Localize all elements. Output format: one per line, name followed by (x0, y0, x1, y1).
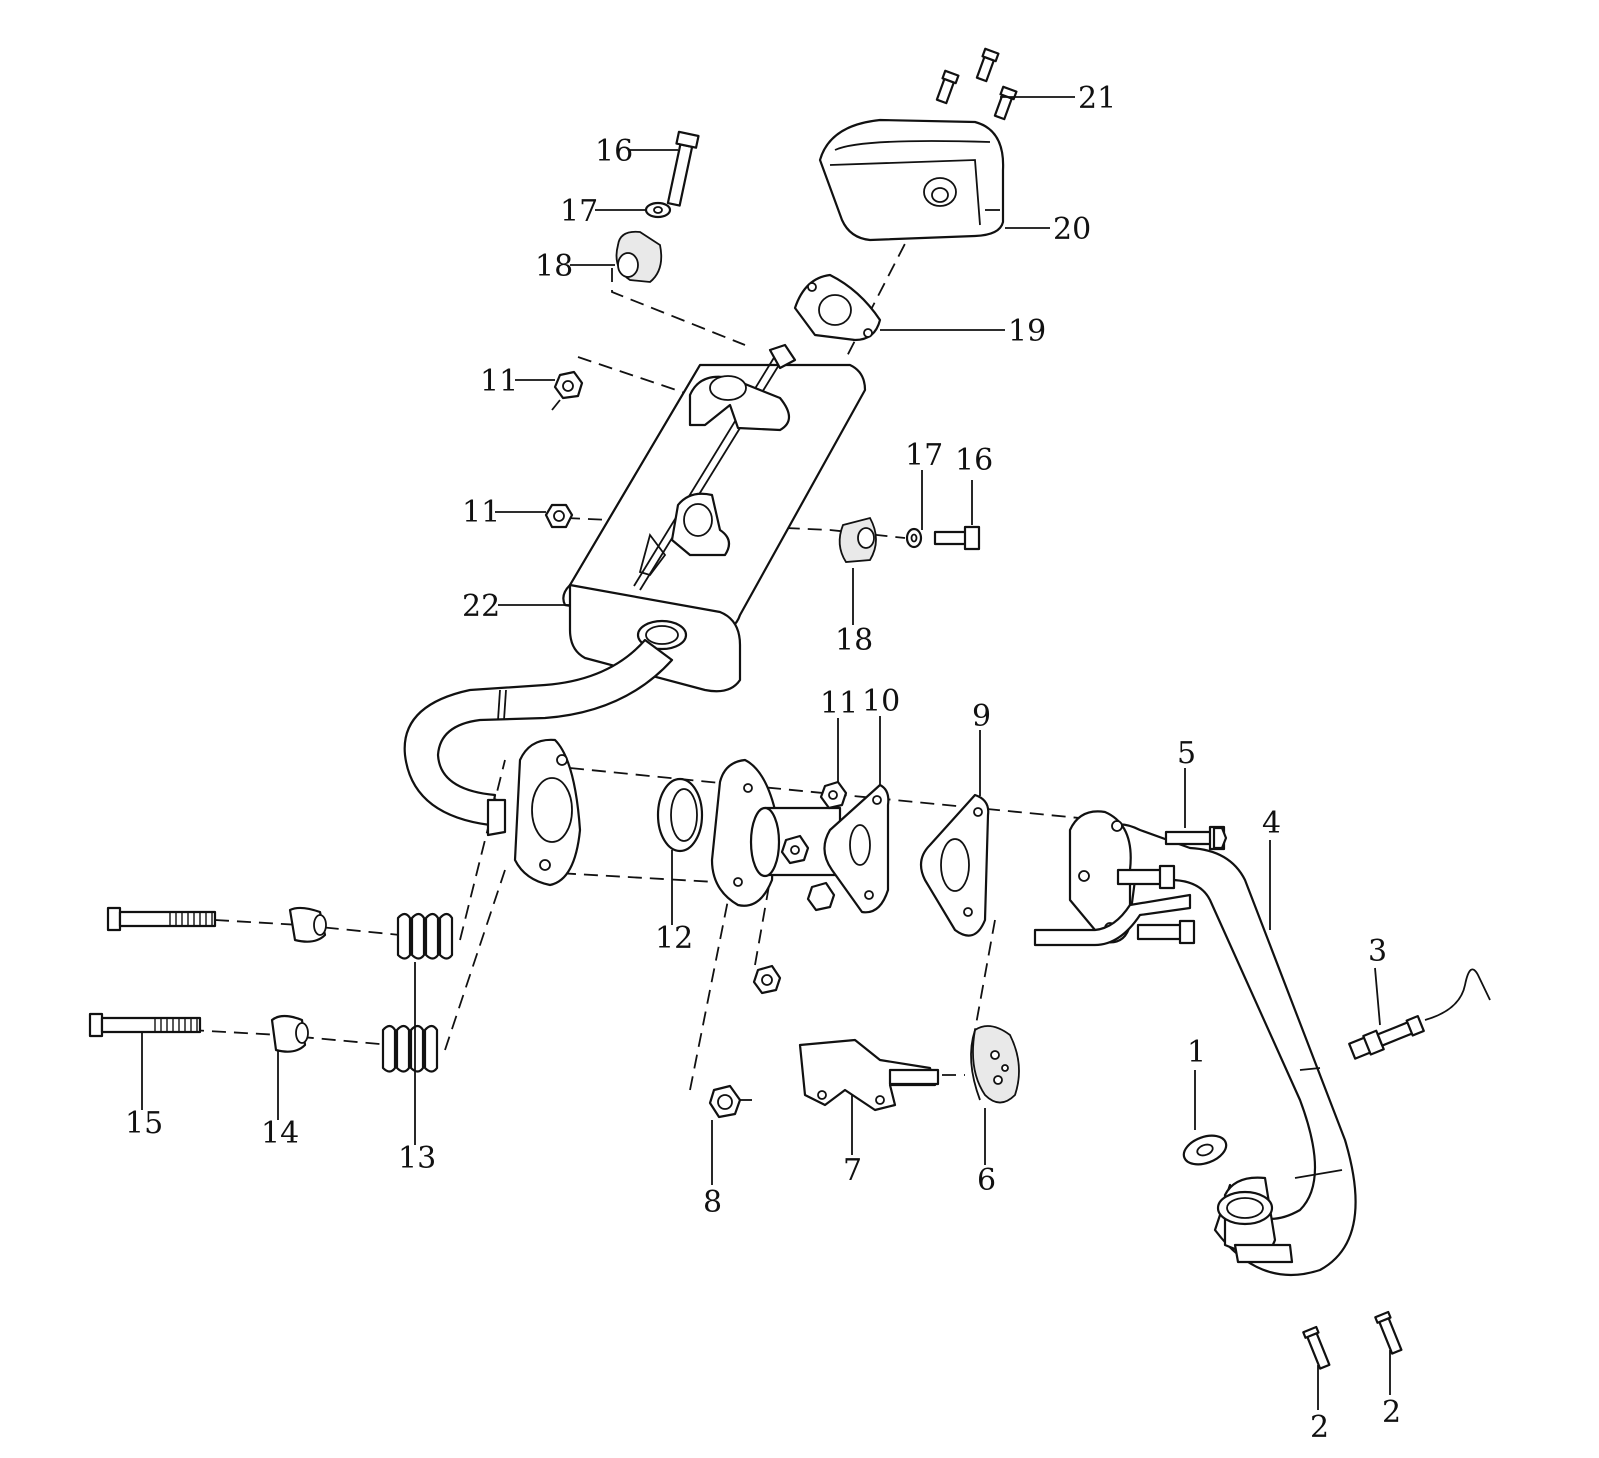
callout-16-top: 16 (595, 134, 633, 169)
spring-bolt-assembly-lower (88, 1012, 439, 1073)
callout-11-flange: 11 (820, 686, 858, 721)
callout-13: 13 (398, 1141, 436, 1176)
head-pipe-studs (1302, 1310, 1403, 1370)
flange-nuts (708, 964, 782, 1119)
callout-7: 7 (843, 1153, 862, 1188)
callout-8: 8 (703, 1185, 722, 1220)
callout-15: 15 (125, 1106, 163, 1141)
callout-12: 12 (655, 921, 693, 956)
exhaust-head-pipe (1033, 810, 1357, 1277)
callout-18-bottom: 18 (835, 623, 873, 658)
rubber-mount (970, 1025, 1020, 1104)
callout-14: 14 (261, 1116, 299, 1151)
callout-9: 9 (972, 699, 991, 734)
leader-lines (141, 96, 1391, 1410)
mid-pipe (403, 638, 674, 837)
callout-6: 6 (977, 1163, 996, 1198)
callout-19: 19 (1008, 314, 1046, 349)
muffler-end-cap (818, 118, 1005, 242)
callout-2-right: 2 (1382, 1395, 1401, 1430)
callout-17-right: 17 (905, 438, 943, 473)
upper-flange-nut (551, 370, 584, 411)
callout-18-top: 18 (535, 249, 573, 284)
callout-3: 3 (1368, 934, 1387, 969)
callout-1: 1 (1187, 1035, 1206, 1070)
callout-labels: 21 20 19 16 17 18 11 11 22 17 16 18 11 1… (125, 81, 1401, 1445)
catalyst-section (710, 758, 890, 914)
muffler-body (562, 343, 867, 693)
end-cap-screws (935, 47, 1018, 121)
callout-22: 22 (462, 589, 500, 624)
flange-stud-bolt (1164, 825, 1228, 851)
oxygen-sensor (1348, 968, 1491, 1060)
head-pipe-gasket (1182, 1134, 1228, 1166)
callout-16-right: 16 (955, 443, 993, 478)
upper-mount-hardware (615, 130, 700, 283)
callout-5: 5 (1177, 736, 1196, 771)
mounting-bracket (798, 1038, 940, 1112)
exhaust-gasket-ring (656, 777, 704, 853)
callout-21: 21 (1078, 81, 1116, 116)
spring-bolt-assembly-upper (106, 906, 454, 960)
triangular-gasket (919, 793, 990, 937)
callout-20: 20 (1053, 212, 1091, 247)
callout-10: 10 (862, 684, 900, 719)
callout-11-top: 11 (480, 364, 518, 399)
callout-17-top: 17 (560, 194, 598, 229)
middle-mount-hardware (544, 503, 981, 563)
callout-2-left: 2 (1310, 1410, 1329, 1445)
callout-11-mid: 11 (462, 495, 500, 530)
end-cap-gasket (793, 273, 882, 342)
callout-4: 4 (1262, 806, 1281, 841)
pipe-flange (513, 738, 582, 887)
